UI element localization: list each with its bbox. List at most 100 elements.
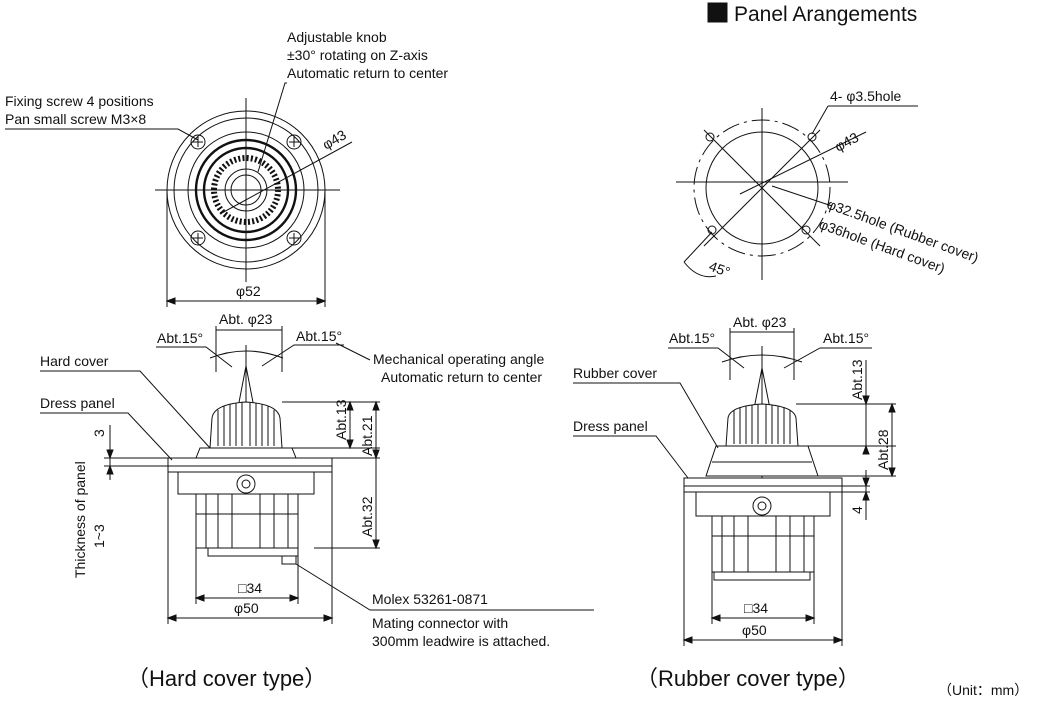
- hard-sq34-label: □34: [238, 580, 262, 596]
- screw-note-line-1: Fixing screw 4 positions: [5, 93, 154, 109]
- dia-43-leader: [219, 141, 353, 215]
- hard-mech-note-2: Automatic return to center: [381, 369, 542, 385]
- hard-abt32-label: Abt.32: [359, 496, 375, 537]
- hard-center-boss-inner: [241, 479, 251, 489]
- panel-dia43-leader: [739, 131, 867, 195]
- panel-angle-label: 45°: [707, 258, 732, 280]
- rubber-panel-plate: [683, 485, 843, 493]
- rubber-cover-boot: [705, 445, 819, 477]
- hard-abt15-left-label: Abt.15°: [157, 330, 203, 346]
- rubber-flange: [695, 491, 831, 517]
- panel-angle-arc: [683, 261, 717, 278]
- hard-connector-base: [207, 547, 299, 557]
- screw-leader: [5, 128, 199, 141]
- hard-mating-note-2: 300mm leadwire is attached.: [372, 633, 550, 649]
- screw-top-right: [286, 134, 302, 150]
- hard-mech-leader: [335, 342, 371, 361]
- panel-hole-bottom-left: [707, 225, 717, 235]
- rubber-connector-base: [713, 571, 811, 581]
- knob-note-line-2: ±30° rotating on Z-axis: [287, 47, 428, 63]
- panel-angle-arm: [683, 231, 713, 263]
- top-center-lines: [155, 98, 340, 282]
- rubber-knob-ribs: [733, 404, 791, 444]
- hard-knob-ribs: [217, 402, 275, 446]
- rubber-abt28-label: Abt.28: [875, 429, 891, 470]
- hard-bottom-arrows: [166, 594, 334, 622]
- hard-mech-note-1: Mechanical operating angle: [373, 351, 544, 367]
- rubber-body: [711, 515, 815, 573]
- hard-abt15-leaders: [156, 344, 344, 368]
- rubber-bottom-dims: [683, 492, 843, 646]
- hard-cover-label: Hard cover: [40, 353, 109, 369]
- rubber-dim-4-label: 4: [849, 506, 865, 514]
- rubber-cover-leader: [573, 382, 719, 449]
- rubber-dim-arrows: [862, 395, 896, 501]
- panel-center-lines: [676, 108, 848, 280]
- rubber-body-detail: [712, 516, 814, 572]
- hard-knob: [209, 401, 283, 449]
- hard-dim-arrows: [346, 400, 380, 550]
- hard-extension-lines: [282, 401, 380, 549]
- hard-cover: [195, 447, 297, 459]
- screw-bottom-right: [286, 230, 302, 246]
- hard-molex-label: Molex 53261-0871: [372, 591, 488, 607]
- rubber-dress-panel-label: Dress panel: [573, 418, 648, 434]
- hard-abt23-label: Abt. φ23: [219, 311, 273, 327]
- screw-bottom-left: [190, 230, 206, 246]
- unit-label: （Unit：mm）: [938, 682, 1028, 698]
- hard-body-detail: [196, 494, 298, 548]
- dia-52-label: φ52: [236, 283, 261, 299]
- hard-cover-side-view: Abt. φ23 Abt.15° Abt.15° Mechanical oper…: [40, 311, 594, 691]
- rubber-caption: （Rubber cover type）: [636, 666, 860, 691]
- hard-thickness-dim: [104, 425, 168, 480]
- hard-dia50-label: φ50: [234, 600, 259, 616]
- rubber-cover-side-view: Abt. φ23 Abt.15° Abt.15° Rubber cover Dr…: [573, 314, 896, 691]
- dia-52-arrows: [165, 297, 327, 305]
- panel-hole-bottom-right: [801, 225, 811, 235]
- rubber-center-boss-inner: [757, 501, 767, 511]
- hard-center-boss: [236, 474, 256, 494]
- hard-dress-panel: [167, 457, 333, 467]
- screw-top-left: [190, 134, 206, 150]
- panel-arrangements: Panel Arangements 4- φ3.5hole φ43 φ32.5h…: [676, 2, 981, 280]
- hard-abt13-label: Abt.13: [333, 399, 349, 440]
- rubber-sq34-label: □34: [744, 600, 768, 616]
- rubber-abt13-label: Abt.13: [849, 359, 865, 400]
- rubber-dress-panel-leader: [573, 435, 689, 479]
- top-view: Adjustable knob ±30° rotating on Z-axis …: [5, 29, 448, 307]
- hard-connector: [281, 555, 297, 565]
- panel-heading: Panel Arangements: [734, 3, 917, 26]
- rubber-extension-lines: [796, 403, 896, 493]
- dia-52-dim: [166, 190, 326, 307]
- panel-diagonals: [703, 129, 821, 247]
- rubber-cover-label: Rubber cover: [573, 365, 657, 381]
- hard-molex-leader: [295, 563, 594, 611]
- rubber-abt15-leaders: [668, 347, 872, 369]
- heading-square-icon: [707, 2, 728, 23]
- rubber-abt15-right-label: Abt.15°: [823, 330, 869, 346]
- hard-cover-leader: [40, 370, 211, 449]
- panel-hole-top-right: [807, 132, 817, 142]
- screw-note-line-2: Pan small screw M3×8: [5, 111, 146, 127]
- hard-bottom-dims: [167, 472, 333, 624]
- dia-43-label: φ43: [320, 126, 350, 152]
- hard-thickness-arrows: [106, 449, 114, 475]
- panel-hole-leader: [771, 185, 833, 207]
- panel-holes-label: 4- φ3.5hole: [830, 88, 902, 104]
- hard-dress-panel-label: Dress panel: [40, 395, 115, 411]
- rubber-dress-panel: [683, 477, 843, 487]
- knob-note-line-3: Automatic return to center: [287, 65, 448, 81]
- knob-leader: [257, 82, 287, 173]
- rubber-abt15-left-label: Abt.15°: [669, 330, 715, 346]
- hard-mating-note-1: Mating connector with: [372, 615, 508, 631]
- rubber-abt23-dim: [729, 328, 795, 380]
- panel-hole-top-left: [705, 132, 715, 142]
- hard-abt23-dim: [215, 326, 283, 372]
- hard-body: [195, 493, 299, 549]
- hard-thickness-label: Thickness of panel: [72, 461, 88, 578]
- panel-dia43-label: φ43: [832, 129, 861, 155]
- knob-note-line-1: Adjustable knob: [287, 29, 387, 45]
- rubber-dia50-label: φ50: [742, 622, 767, 638]
- hard-dress-panel-leader: [40, 412, 173, 461]
- panel-holes-leader: [811, 105, 918, 135]
